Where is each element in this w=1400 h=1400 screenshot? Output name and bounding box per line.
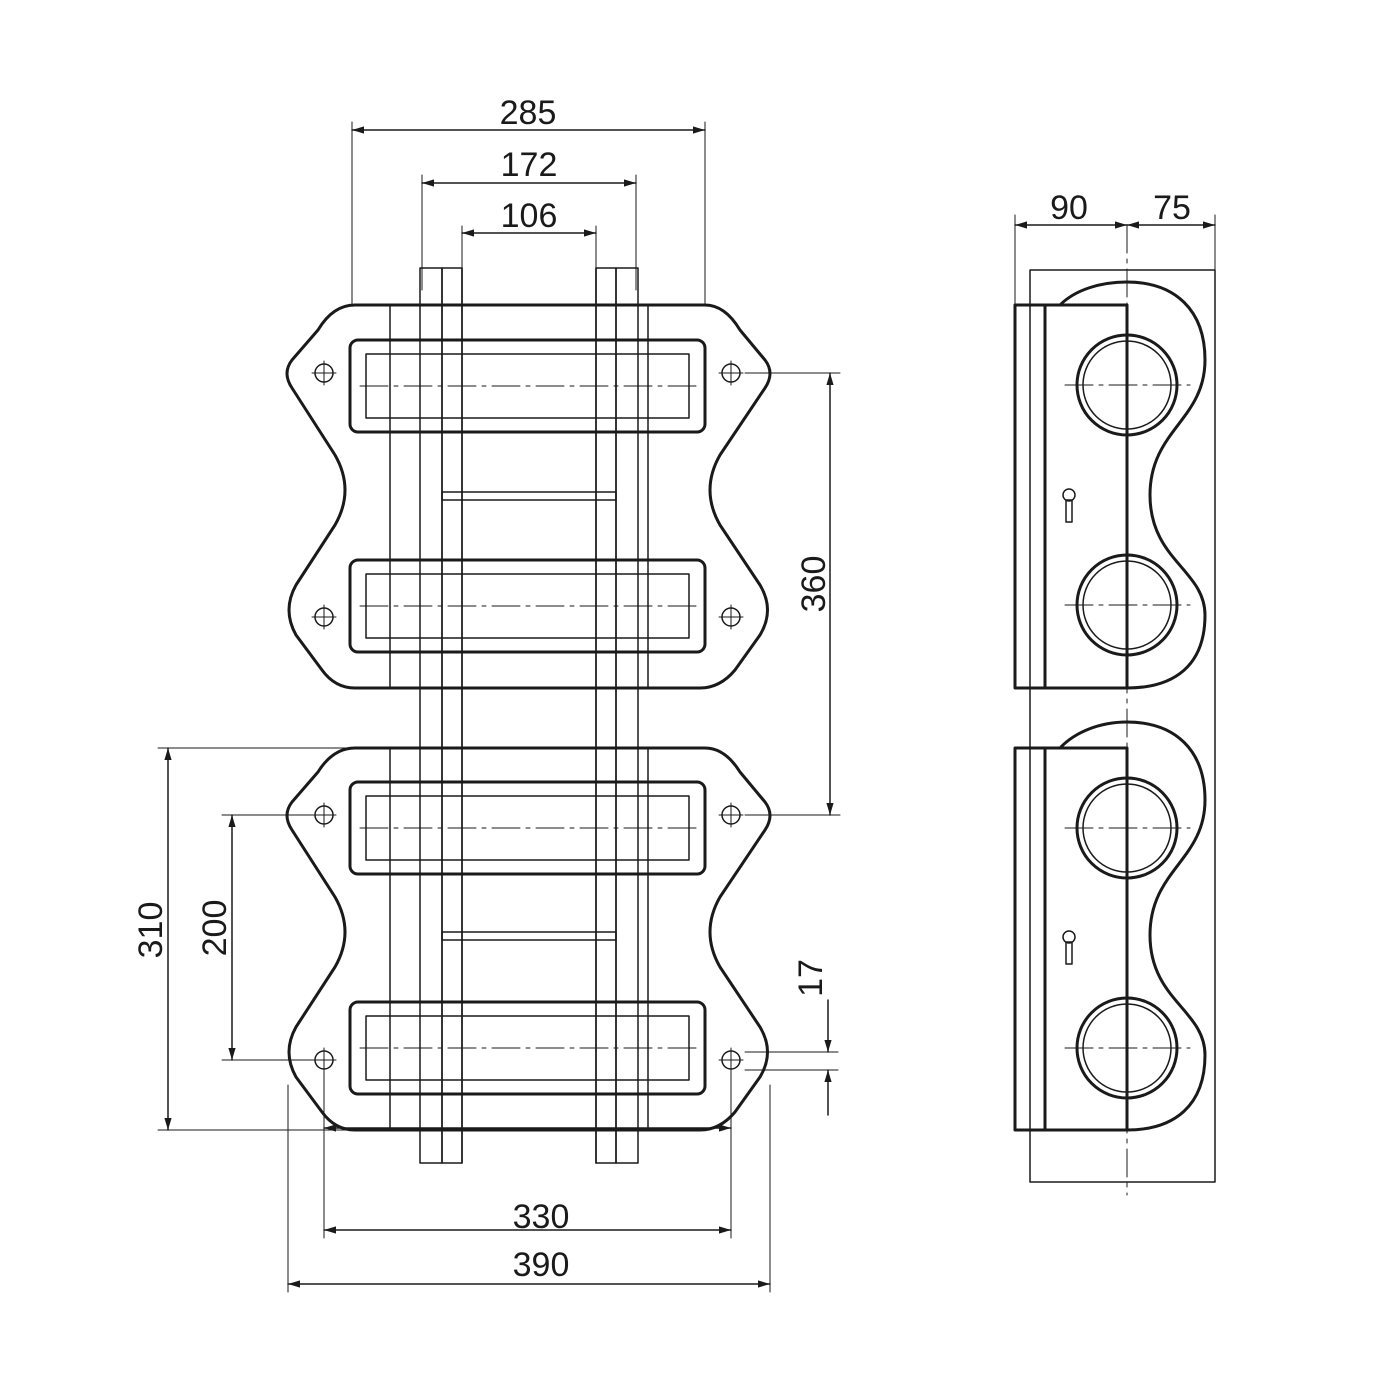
dimension-75: 75 <box>1126 189 1216 271</box>
dim-label-310: 310 <box>132 902 170 959</box>
dim-label-17: 17 <box>792 959 830 997</box>
dim-label-172: 172 <box>501 146 558 184</box>
cross-braces <box>441 491 617 941</box>
bolt-hole-icon <box>311 360 337 386</box>
dim-label-360: 360 <box>795 556 833 613</box>
side-lower-module <box>1013 720 1207 1132</box>
dim-label-390: 390 <box>513 1246 570 1284</box>
side-frame <box>1029 269 1216 1183</box>
header-box-2 <box>348 558 707 654</box>
drain-valve-icon <box>1062 488 1076 523</box>
drain-valve-icon <box>1062 930 1076 965</box>
header-box-1 <box>348 338 707 434</box>
bolt-hole-icon <box>311 604 337 630</box>
header-box-4 <box>348 1000 707 1096</box>
dimension-390: 390 <box>287 1084 771 1293</box>
dim-label-200: 200 <box>196 900 234 957</box>
bolt-hole-icon <box>718 360 744 386</box>
dimension-106: 106 <box>461 197 597 269</box>
dimension-330-line <box>323 1134 732 1239</box>
bolt-hole-icon <box>718 604 744 630</box>
lower-plate-outline <box>285 746 772 1132</box>
side-view: 90 75 <box>1013 189 1216 1196</box>
bolt-hole-icon <box>311 1047 337 1073</box>
side-upper-module <box>1013 280 1207 690</box>
dimension-360: 360 <box>744 372 841 816</box>
upper-plate-outline <box>285 303 772 690</box>
front-view: 285 172 106 360 310 <box>132 94 841 1293</box>
bolt-hole-icon <box>311 802 337 828</box>
upper-inner-panel <box>389 304 649 689</box>
dimension-285: 285 <box>351 94 706 306</box>
dim-label-106: 106 <box>501 197 558 235</box>
dimension-17: 17 <box>744 959 839 1116</box>
bolt-hole-icon <box>718 1047 744 1073</box>
dimension-90: 90 <box>1014 189 1128 306</box>
dimension-172: 172 <box>421 146 637 291</box>
pipe-walls <box>419 267 639 1164</box>
header-box-3 <box>348 780 707 876</box>
lower-inner-panel <box>389 747 649 1131</box>
dim-label-75: 75 <box>1153 189 1191 227</box>
dim-label-285: 285 <box>500 94 557 132</box>
bolt-hole-icon <box>718 802 744 828</box>
dim-label-90: 90 <box>1050 189 1088 227</box>
dimension-330: 330 <box>323 1071 732 1236</box>
bolt-holes <box>311 360 744 1073</box>
dimension-200: 200 <box>196 814 316 1061</box>
dimension-310: 310 <box>132 747 356 1131</box>
